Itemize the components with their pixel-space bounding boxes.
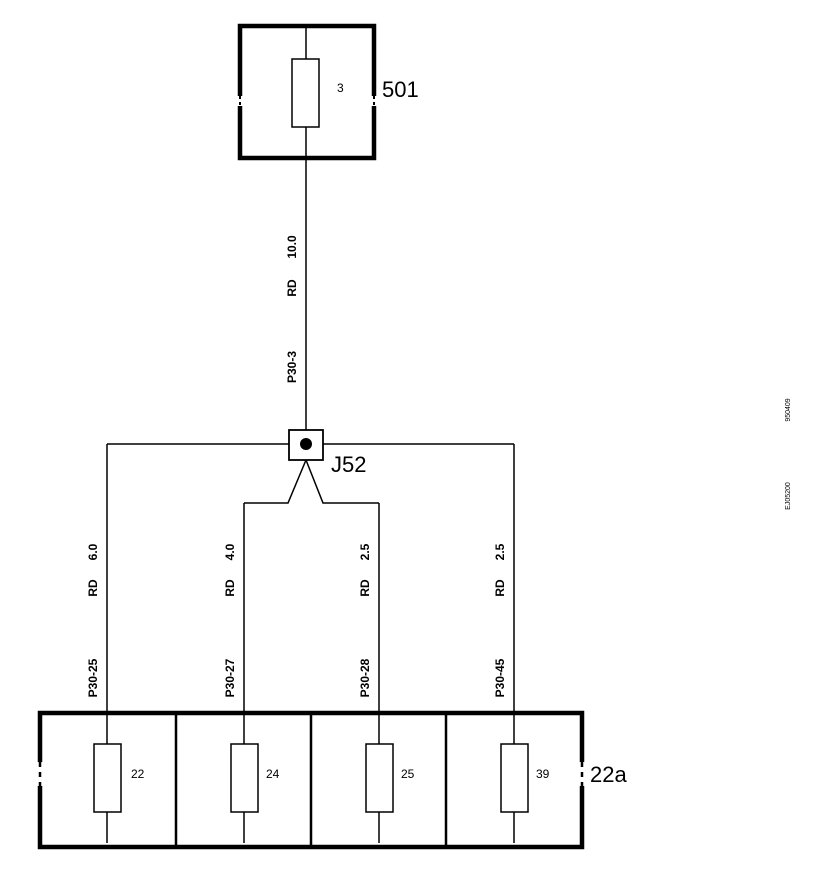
- branch-4-size: 2.5: [493, 543, 507, 560]
- main-wire-color: RD: [285, 279, 299, 297]
- top-component-box: 3 501: [237, 23, 419, 161]
- fuse-22: [93, 743, 122, 813]
- branch-3-size: 2.5: [358, 543, 372, 560]
- fuse-24: [230, 743, 259, 813]
- fuse-25-label: 25: [401, 767, 415, 781]
- fuse-22-label: 22: [131, 767, 145, 781]
- fuse-3-label: 3: [337, 81, 344, 95]
- branch-3-color: RD: [358, 579, 372, 597]
- fuse-39: [500, 743, 529, 813]
- branch-2-circuit: P30-27: [223, 658, 237, 697]
- branch-4-circuit: P30-45: [493, 658, 507, 697]
- branch-2-color: RD: [223, 579, 237, 597]
- branch-3-circuit: P30-28: [358, 658, 372, 697]
- fuse-3: [291, 58, 320, 128]
- splice-j52-label: J52: [331, 452, 366, 477]
- component-501-label: 501: [382, 77, 419, 102]
- main-wire-circuit: P30-3: [285, 351, 299, 383]
- code-right: 950409: [785, 398, 792, 421]
- branch-4-color: RD: [493, 579, 507, 597]
- component-22a-label: 22a: [590, 762, 627, 787]
- fuse-39-label: 39: [536, 767, 550, 781]
- branch-1-circuit: P30-25: [86, 658, 100, 697]
- branch-1-size: 6.0: [86, 543, 100, 560]
- bottom-component-box: 22 24 25 39 22a: [37, 710, 627, 850]
- main-wire-size-pos: 10.0: [285, 235, 299, 259]
- fuse-25: [365, 743, 394, 813]
- branch-1-color: RD: [86, 579, 100, 597]
- branch-2-size: 4.0: [223, 543, 237, 560]
- fuse-24-label: 24: [266, 767, 280, 781]
- code-left: EJ05200: [785, 482, 792, 510]
- splice-j52: J52: [288, 429, 366, 477]
